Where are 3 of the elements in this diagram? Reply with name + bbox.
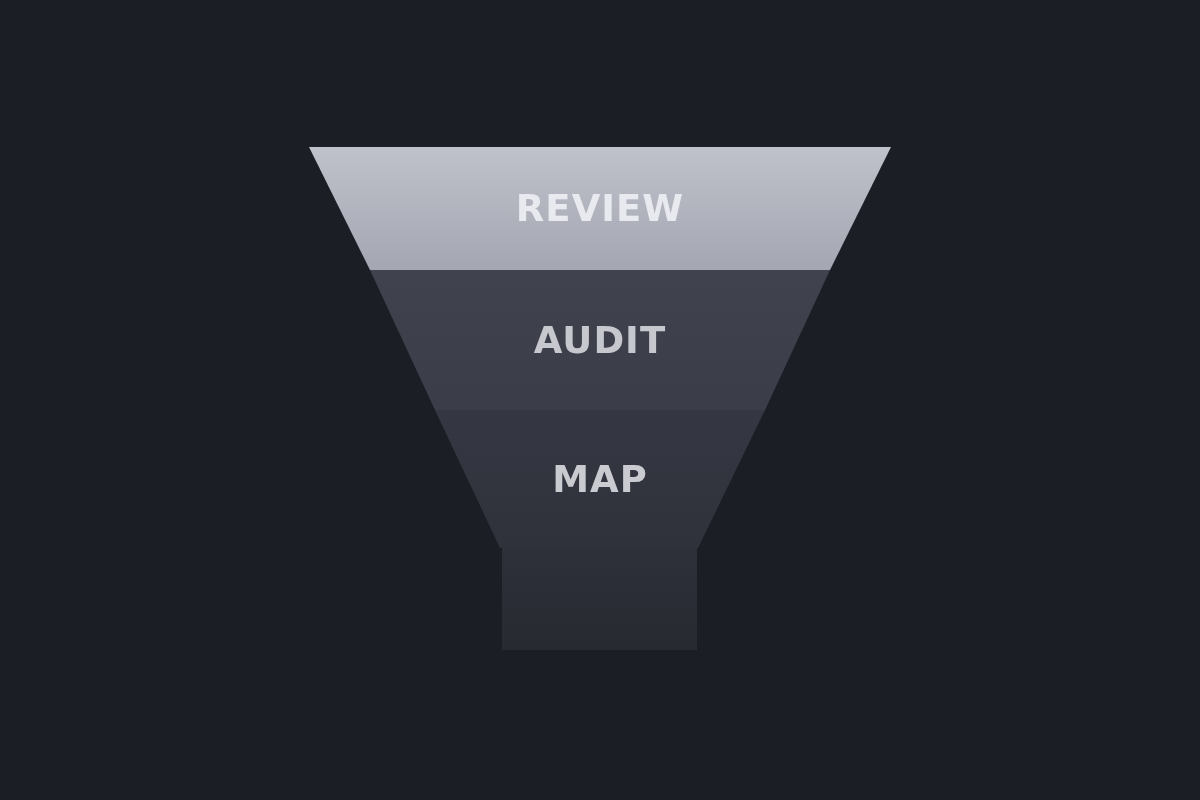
stage-label: AUDIT (533, 318, 667, 362)
stage-label: MAP (552, 457, 648, 501)
stage-label: REVIEW (515, 187, 685, 230)
